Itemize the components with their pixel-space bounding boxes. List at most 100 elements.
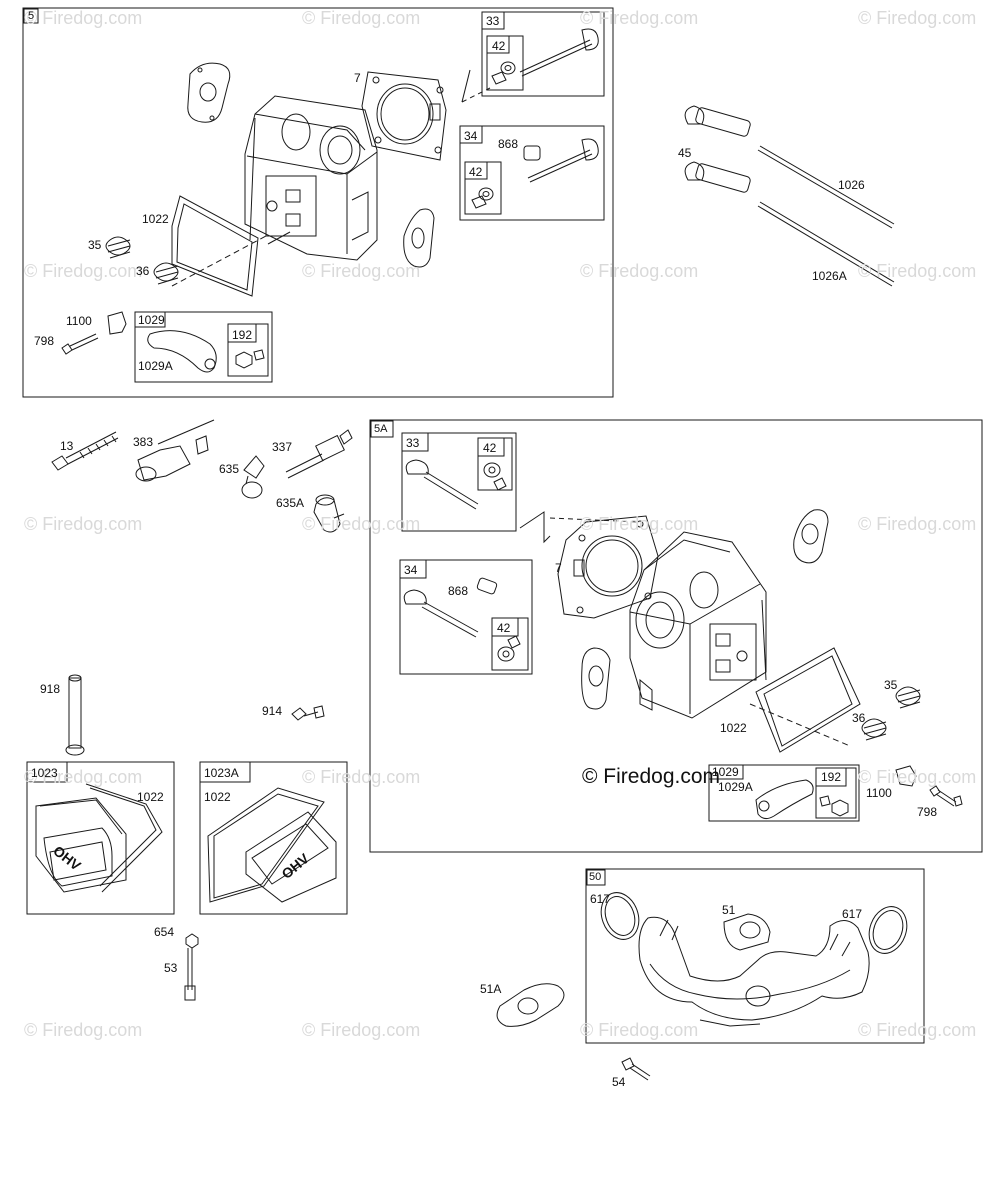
label-868: 868	[448, 584, 469, 598]
box-tag-42: 42	[497, 621, 511, 635]
label-7: 7	[354, 71, 361, 85]
box-tag-42: 42	[483, 441, 497, 455]
label-53: 53	[164, 961, 178, 975]
label-383: 383	[133, 435, 154, 449]
label-337: 337	[272, 440, 293, 454]
valve-33-drawing	[491, 28, 599, 85]
cover-gasket-5A	[749, 647, 861, 753]
label-1022: 1022	[204, 790, 231, 804]
watermark: © Firedog.com	[24, 514, 143, 534]
watermark: © Firedog.com	[24, 261, 143, 281]
label-654: 654	[154, 925, 175, 939]
box-5A-33	[401, 432, 517, 532]
bolt-798	[61, 333, 99, 355]
section-tag-5A: 5A	[374, 423, 388, 435]
label-54: 54	[612, 1075, 626, 1089]
label-914: 914	[262, 704, 283, 718]
boot-635A	[313, 494, 345, 533]
label-51A: 51A	[480, 982, 502, 996]
box-tag-1023: 1023	[31, 766, 58, 780]
label-35: 35	[88, 238, 102, 252]
head-gasket-7	[361, 71, 447, 161]
copyright-notice: © Firedog.com	[582, 765, 721, 788]
box-tag-42: 42	[469, 165, 483, 179]
intake-gasket-right	[403, 208, 435, 268]
box-tag-42: 42	[492, 39, 506, 53]
valve-cover-1023A	[207, 787, 337, 903]
section-50-tag-box	[586, 869, 606, 886]
pushrod-1026	[757, 145, 895, 229]
label-1022: 1022	[142, 212, 169, 226]
spring-5A-35	[895, 686, 921, 709]
label-35: 35	[884, 678, 898, 692]
label-1026A: 1026A	[812, 269, 847, 283]
stud-13	[51, 431, 119, 471]
watermark: © Firedog.com	[302, 514, 421, 534]
section-5A-tag-box	[370, 420, 394, 438]
watermark: © Firedog.com	[858, 514, 977, 534]
label-1029A: 1029A	[138, 359, 173, 373]
label-36: 36	[136, 264, 150, 278]
part-5A-1100	[895, 765, 917, 787]
valve-5A-34	[403, 577, 521, 662]
fitting-914	[291, 705, 325, 721]
label-1022: 1022	[720, 721, 747, 735]
watermark: © Firedog.com	[24, 8, 143, 28]
clamp-617-right	[868, 906, 908, 954]
cylinder-head-5	[244, 95, 378, 261]
label-7: 7	[555, 561, 562, 575]
box-tag-1029: 1029	[712, 765, 739, 779]
head-gasket-5A	[557, 515, 659, 619]
tube-918	[65, 674, 85, 756]
gasket-51	[723, 913, 771, 951]
watermark: © Firedog.com	[580, 8, 699, 28]
box-tag-192: 192	[232, 328, 253, 342]
watermark: © Firedog.com	[858, 261, 977, 281]
rocker-arm-5	[147, 330, 217, 373]
box-1023A	[199, 761, 348, 915]
label-798: 798	[34, 334, 55, 348]
cylinder-head-5A	[629, 531, 767, 719]
gasket-51A	[496, 983, 565, 1027]
bolt-54	[621, 1057, 651, 1081]
nut-192	[235, 351, 253, 369]
manifold-50	[638, 916, 870, 1027]
label-51: 51	[722, 903, 736, 917]
label-36: 36	[852, 711, 866, 725]
box-tag-33: 33	[406, 436, 420, 450]
section-5-tag-box	[23, 8, 39, 24]
watermark: © Firedog.com	[858, 1020, 977, 1040]
part-383	[135, 419, 215, 482]
watermark: © Firedog.com	[24, 1020, 143, 1040]
valve-45	[684, 105, 751, 193]
watermark: © Firedog.com	[858, 8, 977, 28]
watermark: © Firedog.com	[580, 514, 699, 534]
box-1023	[26, 761, 175, 915]
box-tag-34: 34	[404, 563, 418, 577]
label-1100: 1100	[866, 786, 892, 800]
valve-5A-33	[405, 459, 507, 510]
spring-5A-36	[861, 718, 887, 741]
label-868: 868	[498, 137, 519, 151]
label-45: 45	[678, 146, 692, 160]
cover-gasket-1022	[171, 195, 267, 297]
stud-53	[184, 948, 196, 1001]
spark-plug-337	[285, 429, 353, 479]
box-33	[481, 11, 605, 97]
watermark: © Firedog.com	[858, 767, 977, 787]
label-1029A: 1029A	[718, 780, 753, 794]
label-617: 617	[842, 907, 863, 921]
label-1022: 1022	[137, 790, 164, 804]
section-5A-frame	[369, 419, 983, 853]
nut-654	[185, 933, 199, 949]
exhaust-gasket-top	[187, 62, 231, 123]
watermark: © Firedog.com	[302, 1020, 421, 1040]
box-34	[459, 125, 605, 221]
label-617: 617	[590, 892, 611, 906]
intake-gasket-5A	[581, 647, 611, 710]
watermark: © Firedog.com	[302, 767, 421, 787]
part-635	[241, 455, 265, 499]
box-tag-34: 34	[464, 129, 478, 143]
watermark: © Firedog.com	[24, 767, 143, 787]
label-635A: 635A	[276, 496, 305, 510]
